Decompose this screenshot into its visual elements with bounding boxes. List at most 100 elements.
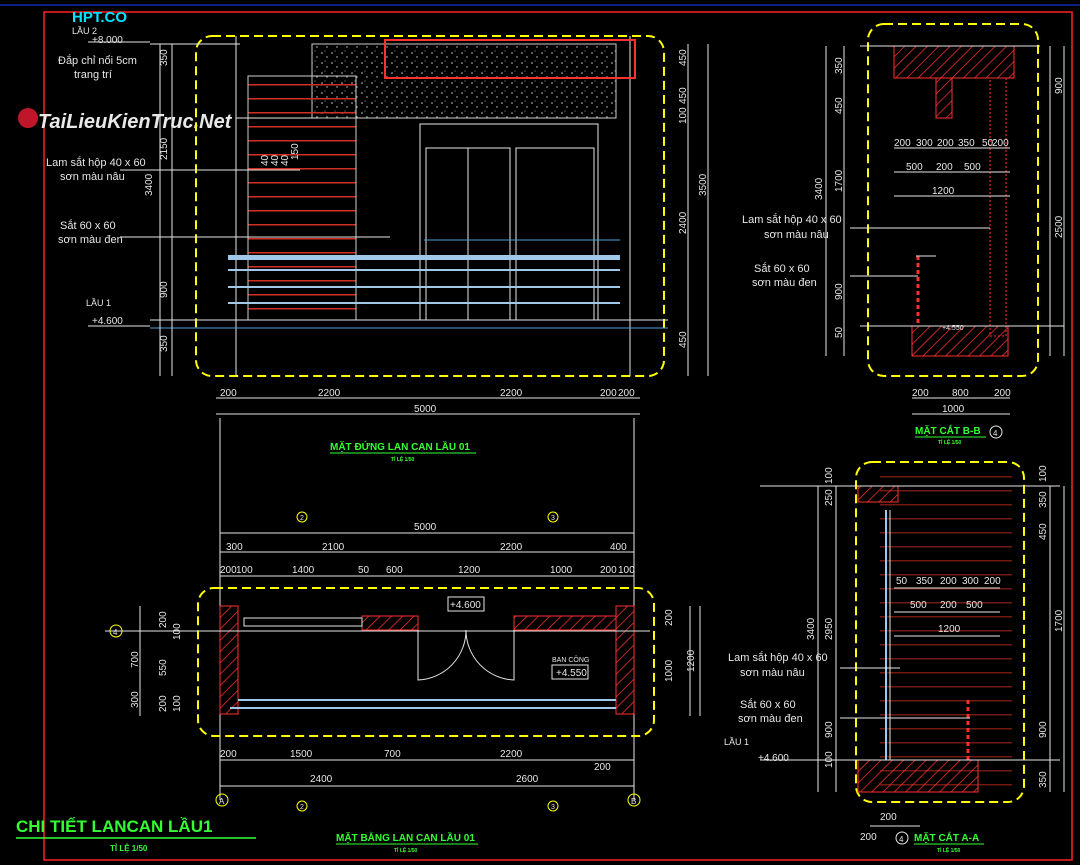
aa-dim-row2: 500 <box>966 600 983 611</box>
elev-level-top-value: +8.000 <box>92 35 123 46</box>
elevation-decor-band <box>311 43 617 119</box>
grid-bubble: 2 <box>296 511 308 523</box>
aa-right-dim: 1700 <box>1054 609 1065 632</box>
elevation-lam-panel <box>247 75 357 321</box>
svg-text:4: 4 <box>113 628 118 637</box>
plan-left-dim: 200 <box>158 695 169 712</box>
svg-text:4: 4 <box>899 835 904 844</box>
svg-text:3: 3 <box>551 804 555 811</box>
bb-dim-row3: 1200 <box>932 186 955 197</box>
aa-right-dim: 350 <box>1038 491 1049 508</box>
section-aa-view: 250 100 3400 2950 900 100 350 100 450 17… <box>724 461 1065 854</box>
grid-bubble: B <box>627 793 641 807</box>
grid-bubble: 4 <box>109 624 123 638</box>
plan-left-dim: 550 <box>158 659 169 676</box>
plan-top-total: 5000 <box>414 522 437 533</box>
plan-right-dim: 200 <box>664 609 675 626</box>
elev-note-5: Sắt 60 x 60 <box>60 219 116 232</box>
elev-right-dim: 2400 <box>678 211 689 234</box>
elev-level-bottom-value: +4.600 <box>92 316 123 327</box>
plan-left-dim: 100 <box>172 623 183 640</box>
elevation-highlight <box>195 35 665 377</box>
plan-top-dim2: 100 <box>618 565 635 576</box>
bb-bottom-total: 1000 <box>942 404 965 415</box>
elev-lam-label: 40 <box>270 154 281 166</box>
aa-left-total: 3400 <box>806 617 817 640</box>
bb-level: +4.550 <box>942 325 964 332</box>
plan-level-main: +4.600 <box>450 600 481 611</box>
elev-left-dim: 900 <box>159 281 170 298</box>
bb-left-dim: 450 <box>834 97 845 114</box>
section-aa-tag: 4 <box>895 831 909 845</box>
aa-note-2: sơn màu nâu <box>740 667 805 679</box>
plan-top-dim: 400 <box>610 542 627 553</box>
plan-top-dim: 2100 <box>322 542 345 553</box>
aa-bottom-dim: 200 <box>880 812 897 823</box>
plan-wall-right <box>615 605 635 715</box>
section-bb-title: MẶT CẮT B-B <box>915 424 981 437</box>
elev-lam-label: 150 <box>290 143 301 160</box>
elev-note-2: trang trí <box>74 69 112 81</box>
svg-text:2: 2 <box>300 515 304 522</box>
aa-dim-row3: 1200 <box>938 624 961 635</box>
elev-bottom-dim: 200 <box>600 388 617 399</box>
elev-left-total: 3400 <box>144 173 155 196</box>
plan-top-dim2: 50 <box>358 565 370 576</box>
elev-left-dim: 350 <box>159 335 170 352</box>
plan-top-dim2: 200 <box>600 565 617 576</box>
elevation-door <box>419 123 599 321</box>
section-bb-view: 350 450 3400 1700 900 50 900 2500 200 30… <box>742 23 1065 446</box>
aa-level-value: +4.600 <box>758 753 789 764</box>
plan-left-dim: 700 <box>130 651 141 668</box>
grid-bubble: A <box>215 793 229 807</box>
plan-right-dim: 1200 <box>686 649 697 672</box>
sheet-frame <box>43 11 1073 861</box>
aa-right-dim: 450 <box>1038 523 1049 540</box>
plan-view: 5000 300 2100 2200 400 200 100 1400 50 6… <box>105 418 701 854</box>
elev-lam-label: 40 <box>260 154 271 166</box>
elev-left-dim: 2150 <box>159 137 170 160</box>
section-bb-tag: 4 <box>989 425 1003 439</box>
plan-bottom-dim: 700 <box>384 749 401 760</box>
bb-right-dim: 900 <box>1054 77 1065 94</box>
aa-dim-row2: 200 <box>940 600 957 611</box>
plan-top-dim2: 100 <box>236 565 253 576</box>
bb-left-dim: 900 <box>834 283 845 300</box>
elev-bottom-dim: 2200 <box>500 388 523 399</box>
aa-dim-row1: 300 <box>962 576 979 587</box>
aa-left-dim: 2950 <box>824 617 835 640</box>
plan-top-dim: 300 <box>226 542 243 553</box>
elevation-scale: TỈ LỆ 1/50 <box>391 455 415 463</box>
plan-balcony-label: BAN CÔNG <box>552 655 589 664</box>
elev-note-3: Lam sắt hộp 40 x 60 <box>46 156 146 169</box>
plan-top-dim2: 1400 <box>292 565 315 576</box>
plan-title: MẶT BẰNG LAN CAN LẦU 01 <box>336 831 475 844</box>
elev-note-4: sơn màu nâu <box>60 171 125 183</box>
elev-lam-label: 40 <box>280 154 291 166</box>
bb-bottom-dim: 800 <box>952 388 969 399</box>
plan-scale: TỈ LỆ 1/50 <box>394 846 418 854</box>
grid-bubble: 3 <box>547 511 559 523</box>
bb-dim-row1: 50 <box>982 138 994 149</box>
bb-dim-row2: 500 <box>964 162 981 173</box>
elev-bottom-total: 5000 <box>414 404 437 415</box>
plan-top-dim: 2200 <box>500 542 523 553</box>
elev-left-dim: 350 <box>159 49 170 66</box>
aa-left-dim: 100 <box>824 467 835 484</box>
plan-right-dim: 1000 <box>664 659 675 682</box>
aa-bottom-dim: 200 <box>860 832 877 843</box>
aa-dim-row1: 200 <box>940 576 957 587</box>
bb-left-dim: 1700 <box>834 169 845 192</box>
plan-wall-left <box>219 605 239 715</box>
elevation-handrail <box>228 255 620 260</box>
sheet-scale: TỈ LỆ 1/50 <box>110 844 148 853</box>
aa-note-4: sơn màu đen <box>738 713 803 725</box>
bb-dim-row2: 500 <box>906 162 923 173</box>
plan-left-dim: 100 <box>172 695 183 712</box>
elev-bottom-dim: 200 <box>220 388 237 399</box>
bb-bottom-dim: 200 <box>994 388 1011 399</box>
elev-right-dim: 450 <box>678 49 689 66</box>
section-aa-scale: TỈ LỆ 1/50 <box>937 846 961 854</box>
aa-dim-row1: 200 <box>984 576 1001 587</box>
aa-dim-row1: 50 <box>896 576 908 587</box>
